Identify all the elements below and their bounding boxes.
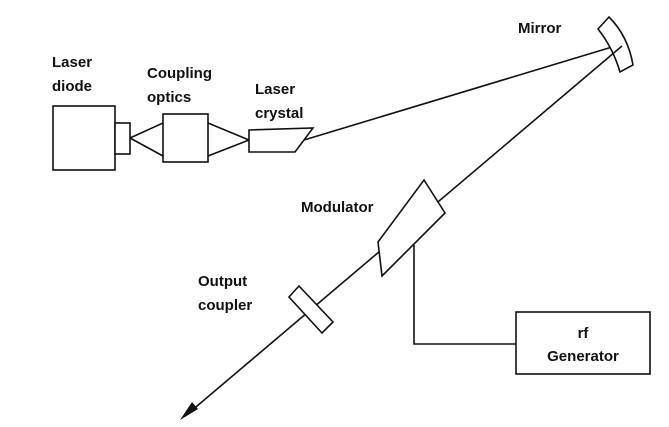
output-coupler-label-1: Output [198, 273, 247, 290]
rf-generator-box [515, 311, 651, 375]
rf-generator-label-1: rf [578, 325, 590, 342]
output-coupler-label-2: coupler [198, 297, 252, 314]
mirror-label: Mirror [518, 20, 562, 37]
modulator-label: Modulator [301, 199, 374, 216]
rf-generator-label-2: Generator [547, 348, 619, 365]
laser-diode-emitter [114, 122, 131, 155]
laser-crystal [248, 127, 315, 153]
output-coupler [287, 284, 335, 335]
coupling-optics-label-2: optics [147, 89, 191, 106]
rf-cable [413, 245, 516, 345]
beam-crystal-to-mirror [303, 43, 623, 141]
laser-crystal-label-1: Laser [255, 81, 295, 98]
coupling-beam-cone [207, 122, 250, 157]
coupling-optics-box [162, 113, 209, 163]
diode-beam-cone [129, 122, 164, 157]
output-arrowhead [180, 402, 198, 420]
laser-diode-box [52, 105, 116, 171]
laser-diode-label-1: Laser [52, 54, 92, 71]
modulator [377, 178, 447, 278]
coupling-optics-label-1: Coupling [147, 65, 212, 82]
laser-crystal-label-2: crystal [255, 105, 303, 122]
mirror [596, 15, 634, 74]
laser-diode-label-2: diode [52, 78, 92, 95]
